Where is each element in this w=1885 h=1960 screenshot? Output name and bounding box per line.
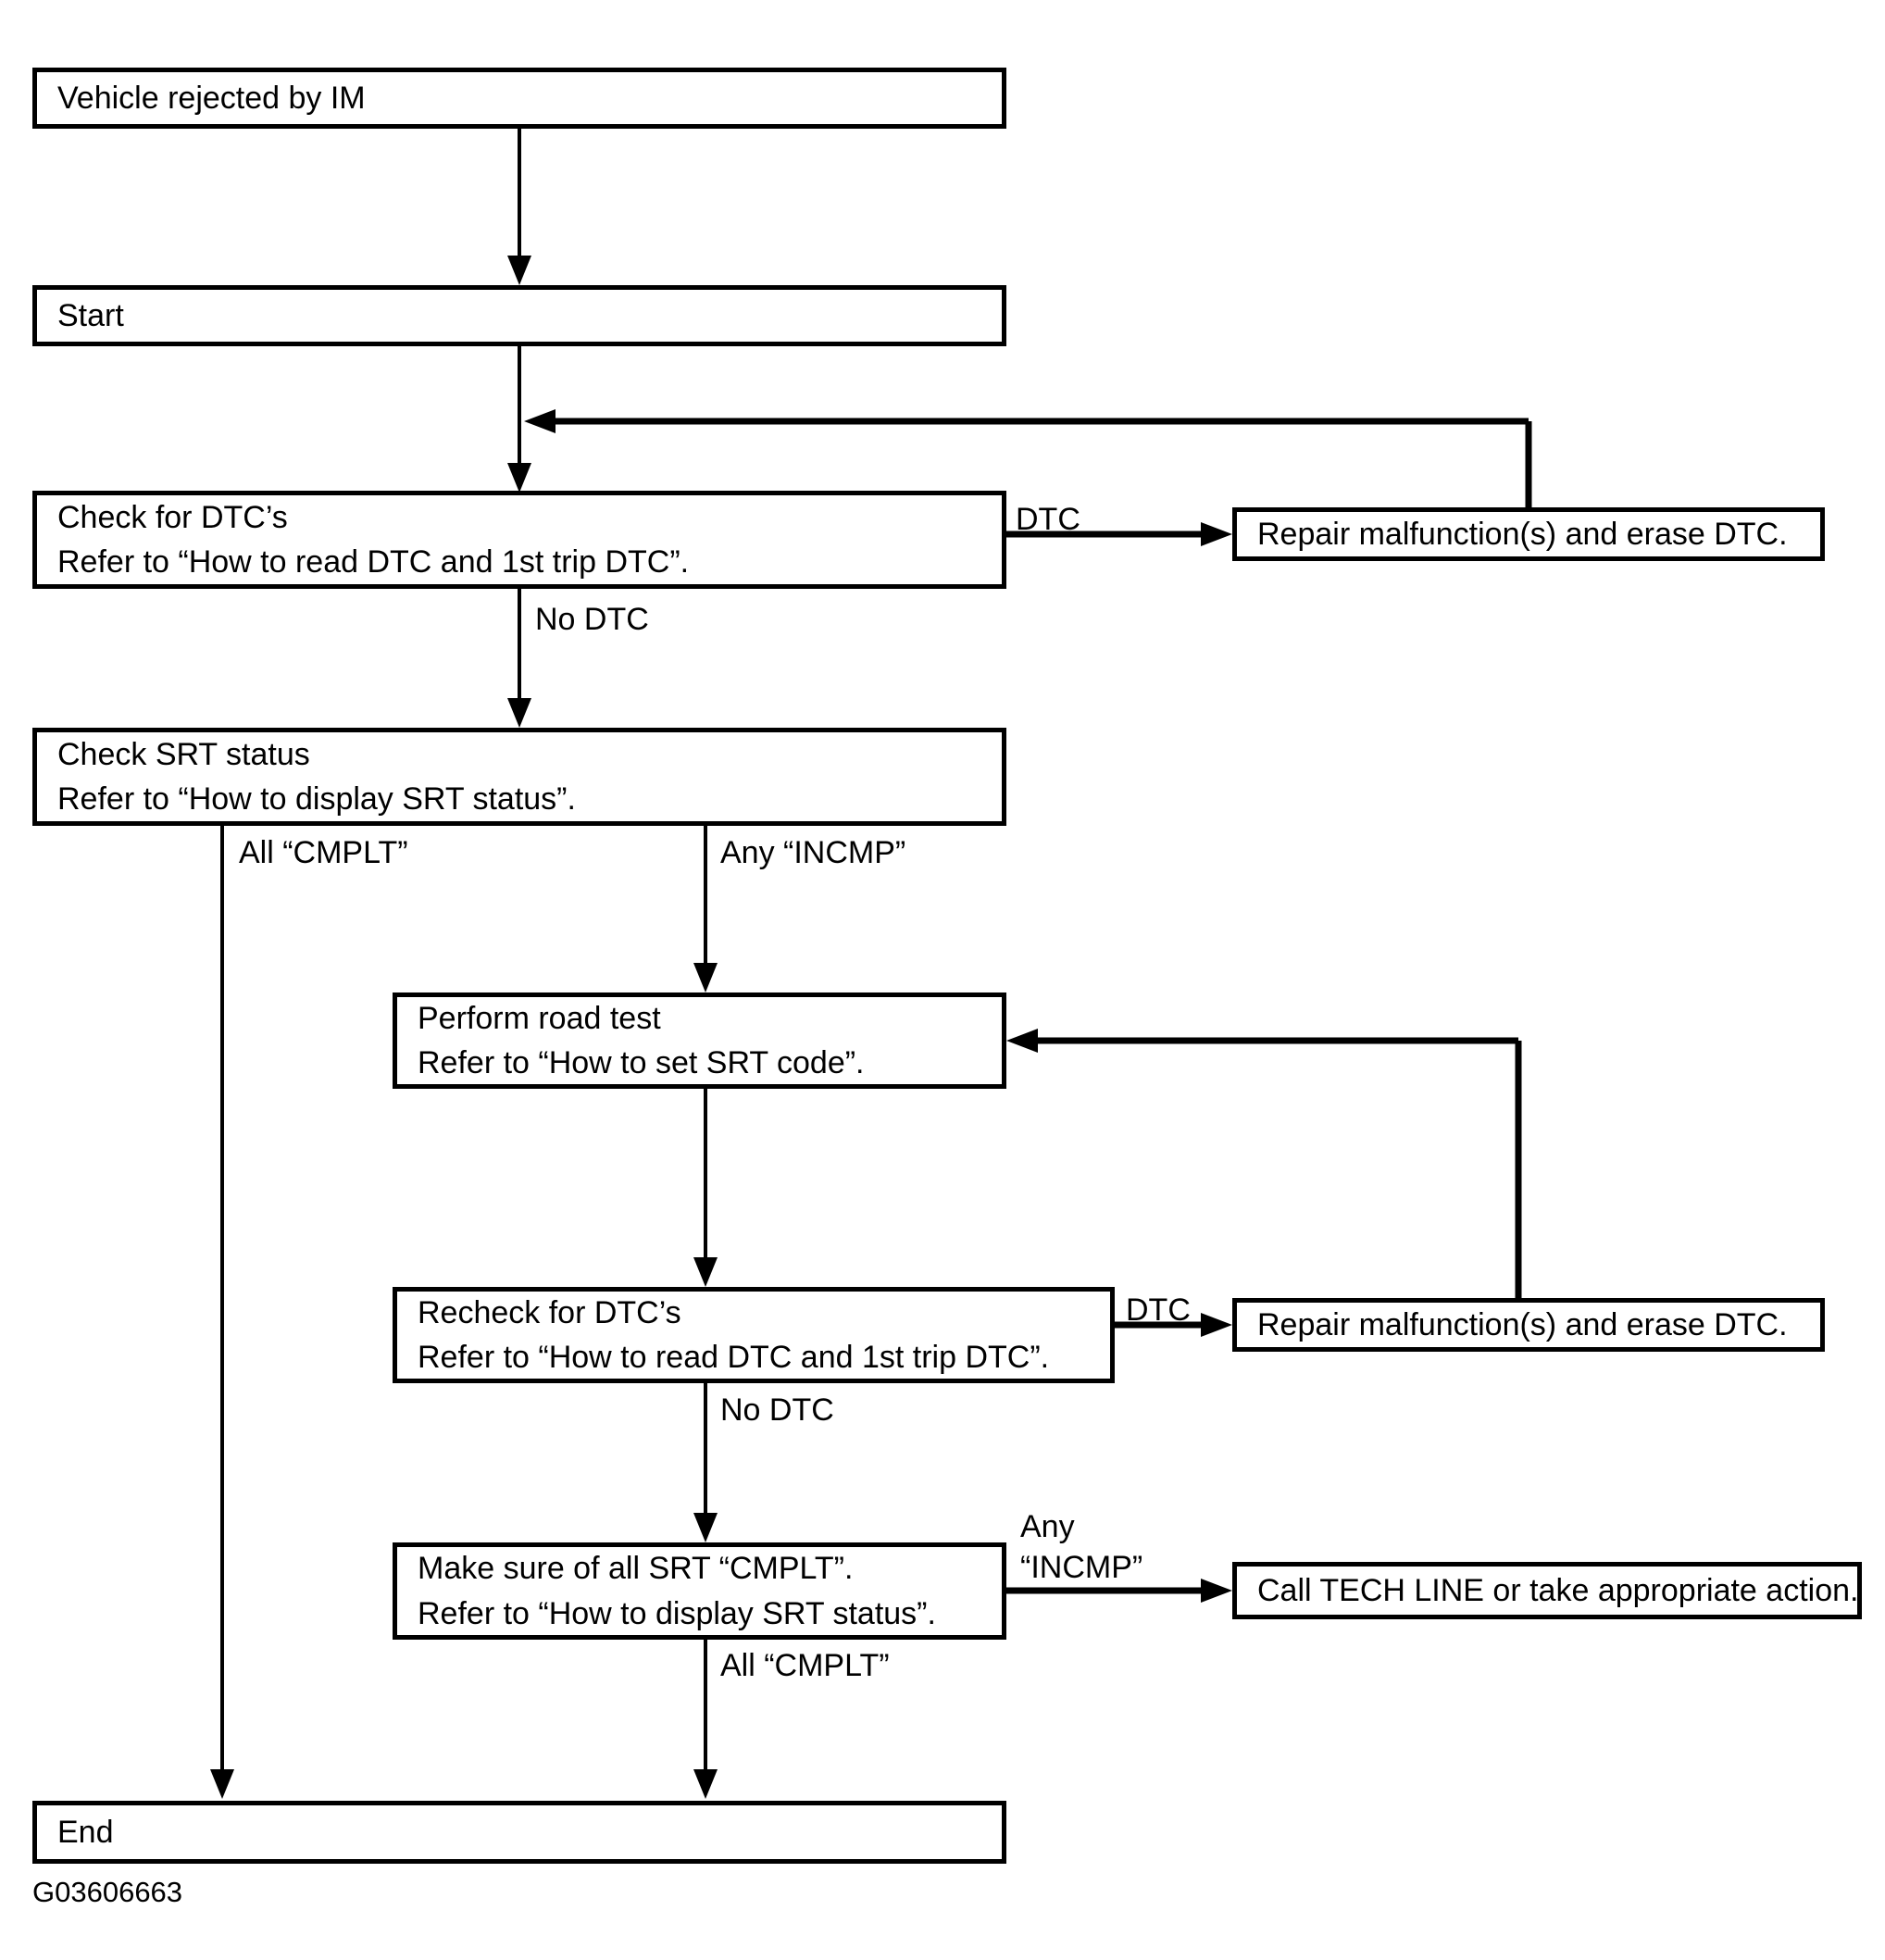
node-repair-malfunction-2-label: Repair malfunction(s) and erase DTC. (1257, 1306, 1788, 1342)
edge-label-any-2-line2: “INCMP” (1020, 1550, 1143, 1585)
edge-label-any-incmp-1: Any “INCMP” (720, 835, 906, 870)
arrowhead-srt-into-end (210, 1769, 234, 1799)
node-perform-road-test: Perform road test Refer to “How to set S… (393, 992, 1006, 1089)
arrowhead-into-call (1201, 1579, 1232, 1603)
arrowhead-into-perform (693, 963, 718, 992)
node-end-label: End (57, 1814, 114, 1850)
node-check-for-dtc-line1: Check for DTC’s (57, 499, 288, 535)
node-check-for-dtc-line2: Refer to “How to read DTC and 1st trip D… (57, 544, 690, 580)
edge-label-no-dtc-2: No DTC (720, 1392, 834, 1428)
node-recheck-for-dtc: Recheck for DTC’s Refer to “How to read … (393, 1287, 1115, 1383)
node-call-tech-line-label: Call TECH LINE or take appropriate actio… (1257, 1572, 1859, 1608)
node-make-sure-srt-cmplt-line2: Refer to “How to display SRT status”. (418, 1595, 936, 1631)
edge-label-dtc-1: DTC (1016, 502, 1080, 537)
node-start: Start (32, 285, 1006, 346)
arrowhead-into-recheck (693, 1257, 718, 1287)
arrowhead-into-makesure (693, 1513, 718, 1542)
node-check-srt-status: Check SRT status Refer to “How to displa… (32, 728, 1006, 826)
node-end: End (32, 1801, 1006, 1864)
node-vehicle-rejected-label: Vehicle rejected by IM (57, 80, 366, 116)
arrowhead-into-repair2 (1201, 1313, 1232, 1337)
node-recheck-for-dtc-line2: Refer to “How to read DTC and 1st trip D… (418, 1340, 1050, 1375)
node-start-label: Start (57, 297, 124, 333)
node-repair-malfunction-1: Repair malfunction(s) and erase DTC. (1232, 507, 1825, 561)
node-perform-road-test-line2: Refer to “How to set SRT code”. (418, 1045, 865, 1080)
node-make-sure-srt-cmplt-line1: Make sure of all SRT “CMPLT”. (418, 1551, 854, 1587)
edge-label-any-2-line1: Any (1020, 1509, 1075, 1544)
arrowhead-feedback-into-main-line (524, 409, 556, 433)
arrowhead-into-repair1 (1201, 522, 1232, 546)
arrowhead-into-check (507, 463, 531, 493)
node-check-for-dtc: Check for DTC’s Refer to “How to read DT… (32, 491, 1006, 589)
edge-label-dtc-2: DTC (1126, 1292, 1191, 1328)
arrowhead-into-start (507, 256, 531, 285)
node-call-tech-line: Call TECH LINE or take appropriate actio… (1232, 1562, 1862, 1619)
node-check-srt-status-line1: Check SRT status (57, 736, 310, 772)
node-perform-road-test-line1: Perform road test (418, 1000, 661, 1036)
node-make-sure-srt-cmplt: Make sure of all SRT “CMPLT”. Refer to “… (393, 1542, 1006, 1640)
arrowhead-feedback-into-perform (1006, 1029, 1038, 1053)
edge-label-all-cmplt-1: All “CMPLT” (239, 835, 408, 870)
node-recheck-for-dtc-line1: Recheck for DTC’s (418, 1294, 681, 1330)
node-check-srt-status-line2: Refer to “How to display SRT status”. (57, 781, 576, 817)
edge-label-all-cmplt-2: All “CMPLT” (720, 1648, 890, 1683)
arrowhead-makesure-into-end (693, 1769, 718, 1799)
node-repair-malfunction-1-label: Repair malfunction(s) and erase DTC. (1257, 516, 1788, 552)
figure-id-caption: G03606663 (32, 1876, 183, 1908)
node-repair-malfunction-2: Repair malfunction(s) and erase DTC. (1232, 1298, 1825, 1352)
node-vehicle-rejected: Vehicle rejected by IM (32, 68, 1006, 129)
edge-label-no-dtc-1: No DTC (535, 602, 649, 637)
arrowhead-into-srt (507, 698, 531, 728)
